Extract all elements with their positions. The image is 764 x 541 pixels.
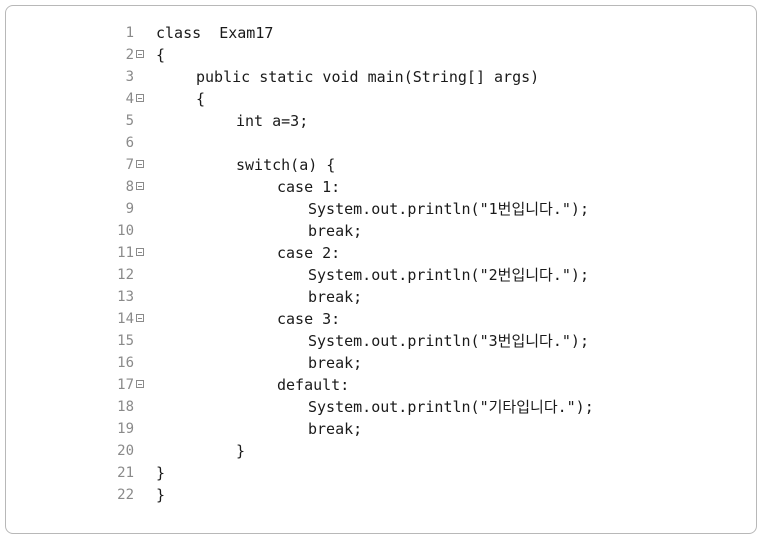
code-line: 5 int a=3; — [6, 110, 756, 132]
code-line: 22} — [6, 484, 756, 506]
line-number: 15 — [117, 333, 134, 349]
line-number: 14 — [117, 311, 134, 327]
line-number: 8 — [125, 179, 134, 195]
code-text: default: — [277, 376, 350, 394]
line-number: 12 — [117, 267, 134, 283]
fold-collapse-icon[interactable] — [136, 160, 144, 168]
code-line: 16 break; — [6, 352, 756, 374]
fold-collapse-icon[interactable] — [136, 380, 144, 388]
line-number: 11 — [117, 245, 134, 261]
code-text: } — [236, 442, 246, 460]
code-line: 6 — [6, 132, 756, 154]
line-number: 17 — [117, 377, 134, 393]
line-number: 18 — [117, 399, 134, 415]
code-text: System.out.println("3번입니다."); — [308, 332, 589, 350]
code-text: class Exam17 — [156, 24, 274, 42]
code-line: 2{ — [6, 44, 756, 66]
fold-collapse-icon[interactable] — [136, 50, 144, 58]
code-text: System.out.println("2번입니다."); — [308, 266, 589, 284]
code-text: case 2: — [277, 244, 341, 262]
code-line: 20} — [6, 440, 756, 462]
code-text: break; — [308, 222, 363, 240]
code-text: System.out.println("기타입니다."); — [308, 398, 594, 416]
code-text: case 3: — [277, 310, 341, 328]
code-line: 12 System.out.println("2번입니다."); — [6, 264, 756, 286]
code-text: switch(a) { — [236, 156, 336, 174]
code-text: case 1: — [277, 178, 341, 196]
code-line: 15 System.out.println("3번입니다."); — [6, 330, 756, 352]
code-text: break; — [308, 420, 363, 438]
line-number: 19 — [117, 421, 134, 437]
line-number: 16 — [117, 355, 134, 371]
code-text: public static void main(String[] args) — [196, 68, 540, 86]
line-number: 7 — [125, 157, 134, 173]
code-line: 14 case 3: — [6, 308, 756, 330]
code-text: break; — [308, 288, 363, 306]
code-text: { — [156, 46, 166, 64]
code-line: 3 public static void main(String[] args) — [6, 66, 756, 88]
code-text: } — [156, 464, 166, 482]
line-number: 10 — [117, 223, 134, 239]
line-number: 2 — [125, 47, 134, 63]
code-line: 10 break; — [6, 220, 756, 242]
line-number: 13 — [117, 289, 134, 305]
code-line: 1 class Exam17 — [6, 22, 756, 44]
line-number: 6 — [125, 135, 134, 151]
fold-collapse-icon[interactable] — [136, 248, 144, 256]
line-number: 20 — [117, 443, 134, 459]
code-text: { — [196, 90, 206, 108]
code-line: 13 break; — [6, 286, 756, 308]
line-number: 9 — [125, 201, 134, 217]
line-number: 3 — [125, 69, 134, 85]
code-line: 11 case 2: — [6, 242, 756, 264]
code-line: 8 case 1: — [6, 176, 756, 198]
code-text: } — [156, 486, 166, 504]
code-text: System.out.println("1번입니다."); — [308, 200, 589, 218]
line-number: 21 — [117, 465, 134, 481]
line-number: 22 — [117, 487, 134, 503]
code-line: 7 switch(a) { — [6, 154, 756, 176]
code-line: 19 break; — [6, 418, 756, 440]
line-number: 4 — [125, 91, 134, 107]
fold-collapse-icon[interactable] — [136, 182, 144, 190]
code-line: 18 System.out.println("기타입니다."); — [6, 396, 756, 418]
code-line: 9 System.out.println("1번입니다."); — [6, 198, 756, 220]
line-number: 5 — [125, 113, 134, 129]
code-text: int a=3; — [236, 112, 309, 130]
code-line: 21} — [6, 462, 756, 484]
fold-collapse-icon[interactable] — [136, 94, 144, 102]
code-line: 4{ — [6, 88, 756, 110]
code-line: 17 default: — [6, 374, 756, 396]
fold-collapse-icon[interactable] — [136, 314, 144, 322]
code-text: break; — [308, 354, 363, 372]
line-number: 1 — [125, 25, 134, 41]
